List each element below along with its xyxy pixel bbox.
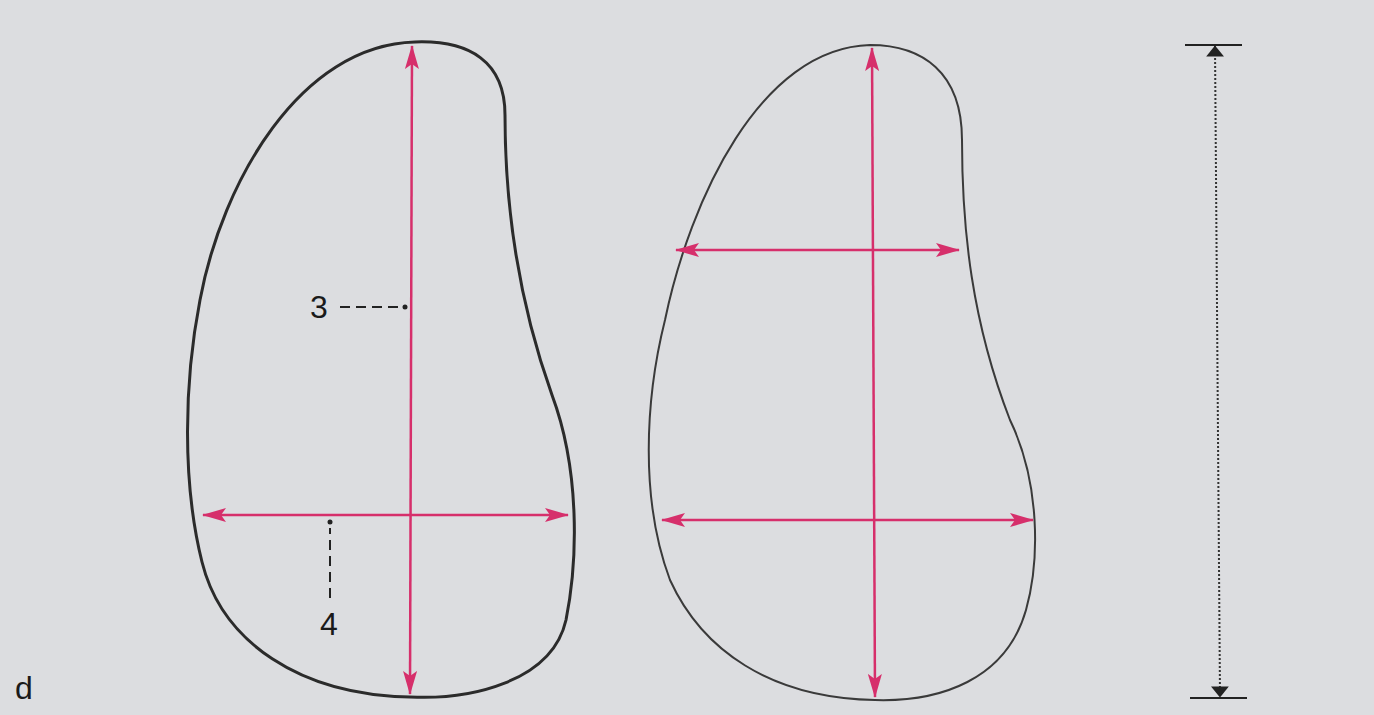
leader-dot: [403, 305, 408, 310]
leader-line: [329, 528, 331, 598]
dimension-bar: [1190, 697, 1247, 699]
width-arrow: [203, 514, 568, 517]
leader-dot: [328, 520, 333, 525]
dimension-bar: [1185, 44, 1242, 46]
width-arrow: [662, 519, 1033, 522]
kidney-outline: [649, 45, 1035, 700]
length-arrow: [872, 48, 875, 697]
leader-line: [340, 306, 400, 308]
dimension-arrow: [1215, 46, 1220, 697]
figure-letter: d: [15, 672, 33, 704]
length-arrow: [410, 46, 412, 694]
kidney-outline: [188, 42, 575, 697]
width-arrow: [676, 249, 959, 252]
callout-number: 3: [310, 291, 328, 323]
callout-number: 4: [320, 608, 338, 640]
